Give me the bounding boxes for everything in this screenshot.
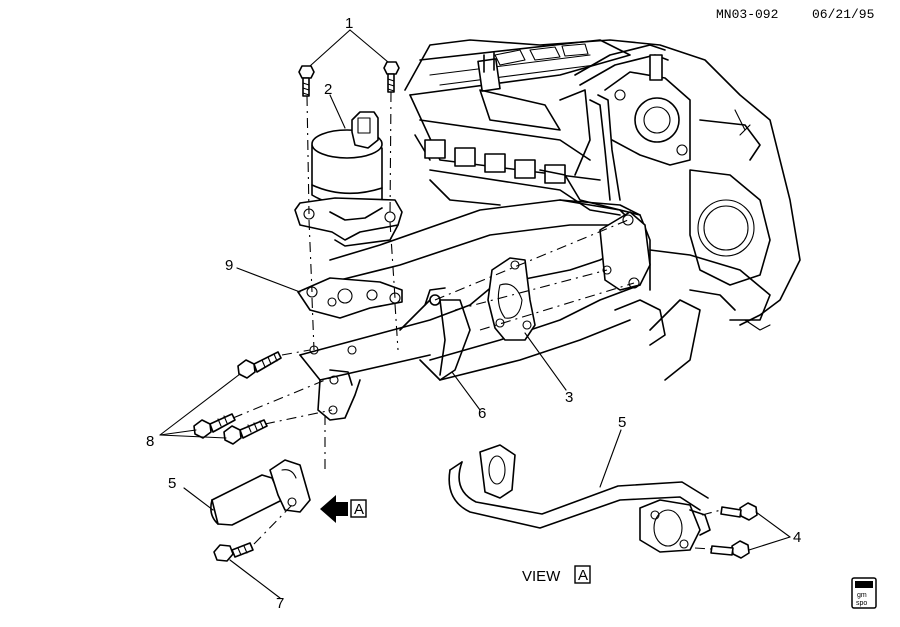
callout-5-left: 5 <box>168 475 176 492</box>
drawing-code: MN03-092 <box>716 7 778 22</box>
egr-tube-left <box>210 459 311 526</box>
callout-9: 9 <box>225 257 233 274</box>
callout-3: 3 <box>565 389 573 406</box>
callout-5-view-a: 5 <box>618 414 626 431</box>
callout-8: 8 <box>146 433 154 450</box>
callouts: 1 2 3 4 5 5 6 7 8 9 <box>146 15 801 612</box>
manifold-flange <box>599 211 651 291</box>
callout-2: 2 <box>324 81 332 98</box>
egr-valve <box>294 111 403 247</box>
alignment-lines <box>232 91 722 550</box>
engine-assembly <box>404 39 801 381</box>
bolt-part-7 <box>213 542 254 562</box>
bolt-part-8-lower <box>223 419 268 445</box>
bolt-part-4-upper <box>720 502 758 521</box>
drawing-date: 06/21/95 <box>812 7 874 22</box>
logo-text-spo: spo <box>856 600 867 607</box>
view-label: VIEW A <box>522 565 591 585</box>
callout-6: 6 <box>478 405 486 422</box>
egr-tube-view-a <box>448 444 711 553</box>
bolt-part-1-right <box>383 61 400 93</box>
bolt-part-4-lower <box>710 540 750 559</box>
callout-4: 4 <box>793 529 801 546</box>
logo-text-gm: gm <box>857 592 867 599</box>
callout-7: 7 <box>276 595 284 612</box>
leader-lines <box>159 29 791 599</box>
view-a-arrow: A <box>320 495 367 523</box>
arrow-ref-letter: A <box>354 501 364 518</box>
view-label-ref: A <box>578 567 588 584</box>
gasket-part-9 <box>297 277 403 319</box>
callout-1: 1 <box>345 15 353 32</box>
bolt-part-8-upper <box>237 351 282 379</box>
gm-spo-logo: gm spo <box>851 577 877 609</box>
egr-pipe-assembly <box>299 199 641 421</box>
gasket-part-3 <box>487 257 536 341</box>
bolt-part-1-left <box>298 65 315 97</box>
bolt-part-8-middle <box>193 413 236 439</box>
view-label-text: VIEW <box>522 568 561 585</box>
